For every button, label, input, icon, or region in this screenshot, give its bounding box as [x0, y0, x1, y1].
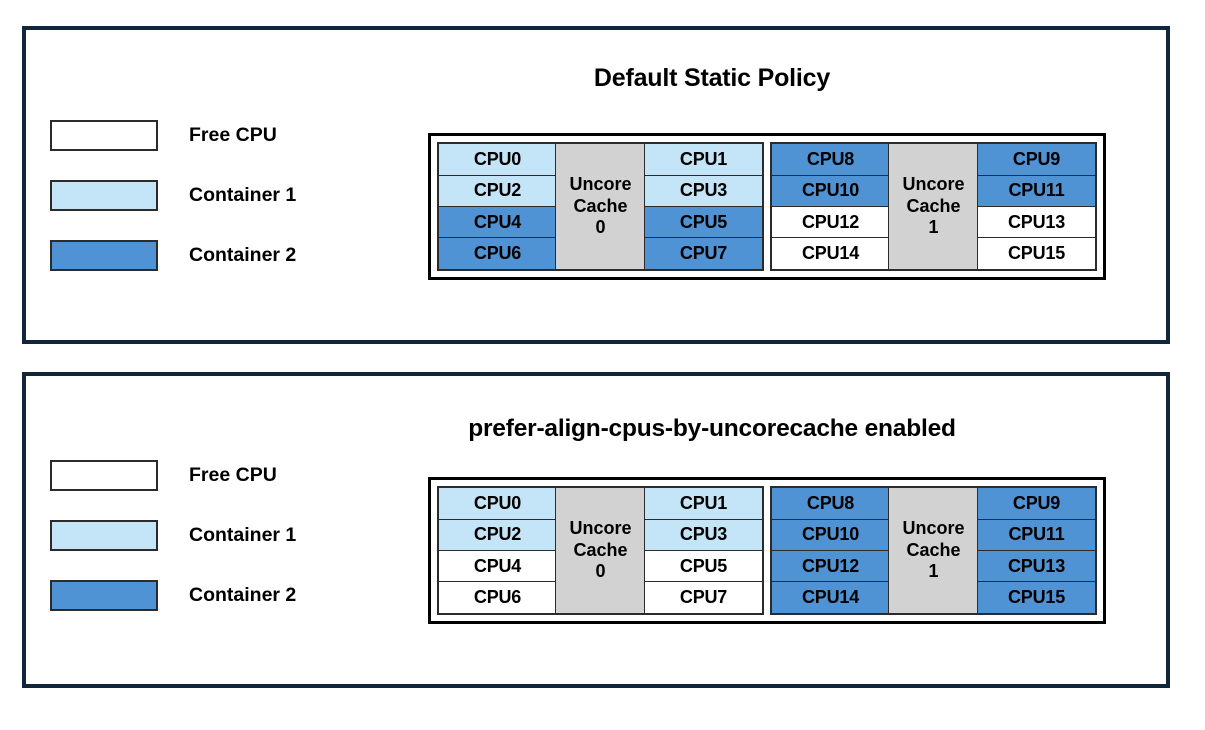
- cpu-cell: CPU15: [977, 581, 1096, 614]
- cpu-cell: CPU9: [977, 487, 1096, 520]
- page-title-default-static-policy: Default Static Policy: [593, 64, 831, 92]
- legend-label-container-1: Container 1: [189, 523, 297, 546]
- cpu-cell: CPU6: [438, 581, 557, 614]
- cpu-column-left: CPU0 CPU2 CPU4 CPU6: [438, 487, 557, 614]
- legend-item-free-cpu: Free CPU: [50, 105, 380, 165]
- cpu-cell: CPU14: [771, 237, 890, 270]
- cpu-cell: CPU10: [771, 518, 890, 552]
- legend-item-container-2: Container 2: [50, 225, 380, 285]
- uncore-cache-line-3: 0: [595, 561, 606, 582]
- cpu-column-right: CPU1 CPU3 CPU5 CPU7: [644, 487, 763, 614]
- cpu-cell: CPU1: [644, 487, 763, 520]
- cpu-cell: CPU13: [977, 549, 1096, 583]
- cpu-cell: CPU8: [771, 143, 890, 176]
- cpu-cell: CPU2: [438, 518, 557, 552]
- legend-item-container-1: Container 1: [50, 505, 380, 565]
- cpu-cell: CPU9: [977, 143, 1096, 176]
- legend-label-container-1: Container 1: [189, 183, 297, 206]
- uncore-cache-line-1: Uncore: [569, 517, 632, 538]
- cpu-cell: CPU15: [977, 237, 1096, 270]
- cpu-column-right: CPU9 CPU11 CPU13 CPU15: [977, 487, 1096, 614]
- cpu-cell: CPU4: [438, 205, 557, 239]
- uncore-cache-group-0: CPU0 CPU2 CPU4 CPU6 Uncore Cache 0 CPU1 …: [437, 486, 764, 615]
- cpu-cell: CPU0: [438, 143, 557, 176]
- cpu-cell: CPU7: [644, 237, 763, 270]
- cpu-cell: CPU12: [771, 205, 890, 239]
- uncore-cache-line-2: Cache: [573, 539, 628, 560]
- legend-label-container-2: Container 2: [189, 583, 297, 606]
- uncore-cache-group-1: CPU8 CPU10 CPU12 CPU14 Uncore Cache 1 CP…: [770, 486, 1097, 615]
- uncore-cache-label-1: Uncore Cache 1: [888, 143, 979, 270]
- uncore-cache-group-1: CPU8 CPU10 CPU12 CPU14 Uncore Cache 1 CP…: [770, 142, 1097, 271]
- cpu-cell: CPU11: [977, 174, 1096, 208]
- legend-label-container-2: Container 2: [189, 243, 297, 266]
- uncore-cache-label-1: Uncore Cache 1: [888, 487, 979, 614]
- legend-item-container-2: Container 2: [50, 565, 380, 625]
- cpu-cell: CPU12: [771, 549, 890, 583]
- legend-label-free-cpu: Free CPU: [189, 463, 277, 486]
- legend-swatch-container-1: [50, 179, 158, 211]
- uncore-cache-line-3: 0: [595, 217, 606, 238]
- legend-swatch-container-2: [50, 579, 158, 611]
- cpu-cell: CPU13: [977, 205, 1096, 239]
- uncore-cache-line-2: Cache: [906, 195, 961, 216]
- cpu-cell: CPU5: [644, 549, 763, 583]
- cpu-column-right: CPU9 CPU11 CPU13 CPU15: [977, 143, 1096, 270]
- cpu-column-left: CPU0 CPU2 CPU4 CPU6: [438, 143, 557, 270]
- uncore-cache-group-0: CPU0 CPU2 CPU4 CPU6 Uncore Cache 0 CPU1 …: [437, 142, 764, 271]
- cpu-cell: CPU7: [644, 581, 763, 614]
- page-title-prefer-align-cpus-by-uncorecache: prefer-align-cpus-by-uncorecache enabled: [468, 415, 956, 442]
- cpu-cell: CPU2: [438, 174, 557, 208]
- uncore-cache-line-1: Uncore: [569, 173, 632, 194]
- legend-swatch-free-cpu: [50, 119, 158, 151]
- legend-item-free-cpu: Free CPU: [50, 445, 380, 505]
- legend-prefer-align-cpus-by-uncorecache: Free CPU Container 1 Container 2: [50, 445, 380, 625]
- legend-swatch-container-2: [50, 239, 158, 271]
- cpu-topology-grid-prefer-align-cpus-by-uncorecache: CPU0 CPU2 CPU4 CPU6 Uncore Cache 0 CPU1 …: [428, 477, 1106, 624]
- uncore-cache-line-3: 1: [928, 561, 939, 582]
- cpu-cell: CPU3: [644, 518, 763, 552]
- uncore-cache-label-0: Uncore Cache 0: [555, 143, 646, 270]
- cpu-topology-grid-default-static-policy: CPU0 CPU2 CPU4 CPU6 Uncore Cache 0 CPU1 …: [428, 133, 1106, 280]
- uncore-cache-line-1: Uncore: [902, 517, 965, 538]
- legend-swatch-container-1: [50, 519, 158, 551]
- legend-item-container-1: Container 1: [50, 165, 380, 225]
- uncore-cache-label-0: Uncore Cache 0: [555, 487, 646, 614]
- cpu-column-right: CPU1 CPU3 CPU5 CPU7: [644, 143, 763, 270]
- cpu-cell: CPU4: [438, 549, 557, 583]
- uncore-cache-line-2: Cache: [573, 195, 628, 216]
- uncore-cache-line-2: Cache: [906, 539, 961, 560]
- cpu-cell: CPU5: [644, 205, 763, 239]
- uncore-cache-line-1: Uncore: [902, 173, 965, 194]
- legend-default-static-policy: Free CPU Container 1 Container 2: [50, 105, 380, 285]
- cpu-cell: CPU6: [438, 237, 557, 270]
- cpu-cell: CPU11: [977, 518, 1096, 552]
- cpu-cell: CPU14: [771, 581, 890, 614]
- cpu-column-left: CPU8 CPU10 CPU12 CPU14: [771, 487, 890, 614]
- cpu-cell: CPU0: [438, 487, 557, 520]
- cpu-column-left: CPU8 CPU10 CPU12 CPU14: [771, 143, 890, 270]
- cpu-cell: CPU8: [771, 487, 890, 520]
- legend-swatch-free-cpu: [50, 459, 158, 491]
- cpu-cell: CPU1: [644, 143, 763, 176]
- uncore-cache-line-3: 1: [928, 217, 939, 238]
- cpu-cell: CPU3: [644, 174, 763, 208]
- cpu-cell: CPU10: [771, 174, 890, 208]
- legend-label-free-cpu: Free CPU: [189, 123, 277, 146]
